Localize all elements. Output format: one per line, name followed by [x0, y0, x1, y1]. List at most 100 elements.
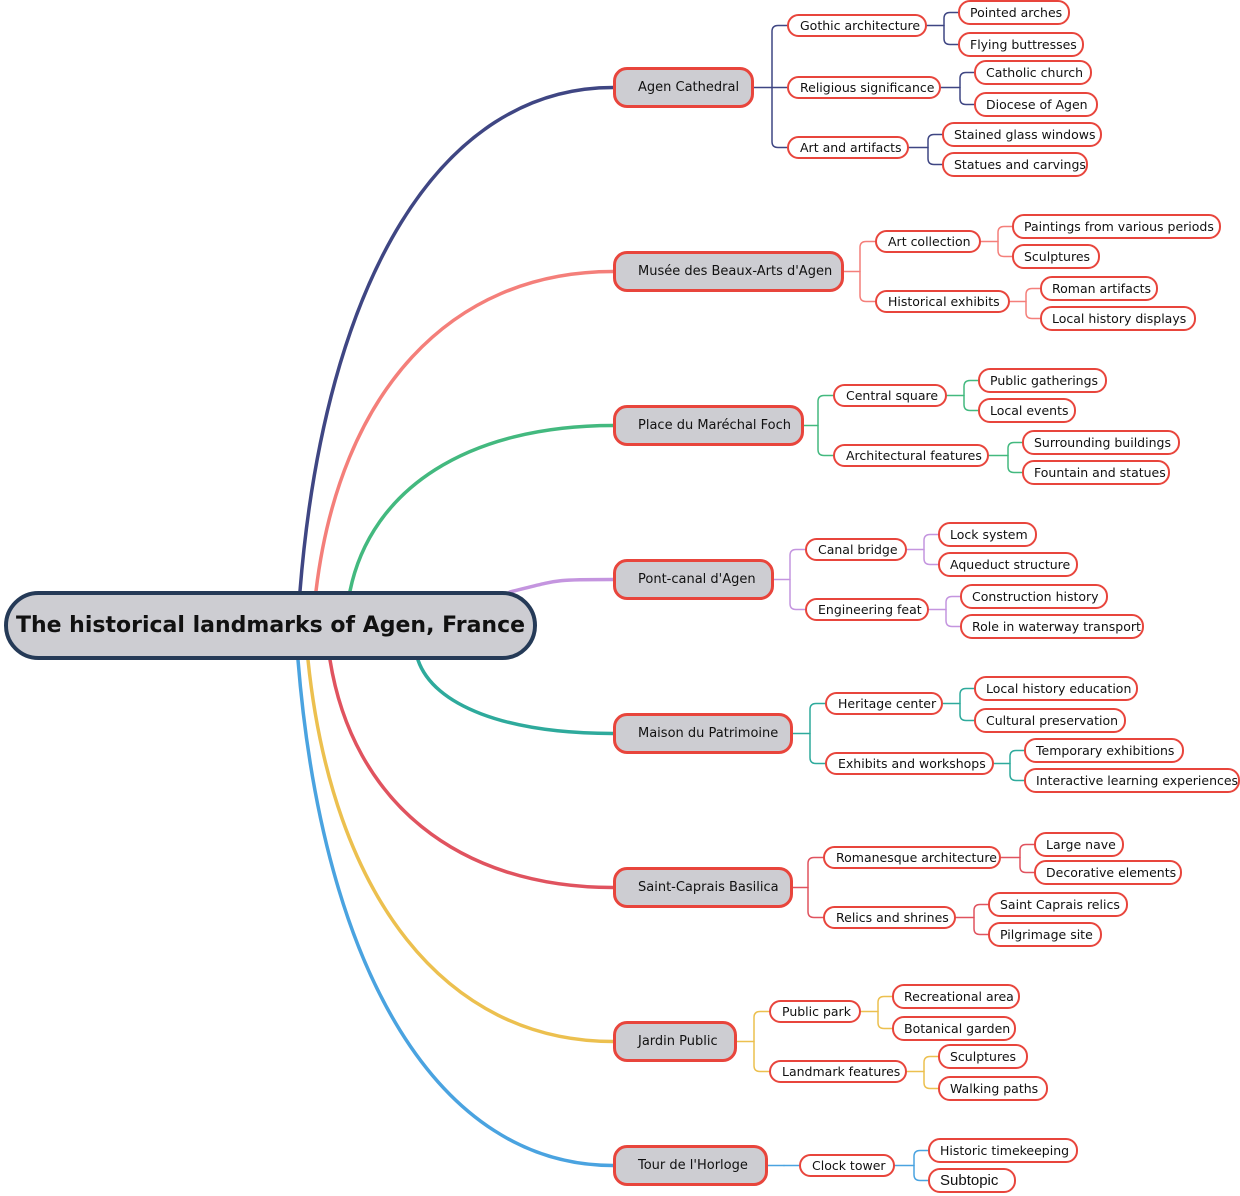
subtopic-architectural-features[interactable]: Architectural features [833, 444, 989, 467]
leaf-sculptures[interactable]: Sculptures [938, 1044, 1028, 1069]
leaf-roman-artifacts[interactable]: Roman artifacts [1040, 276, 1158, 301]
topic-musee-des-beaux-arts-d-agen[interactable]: Musée des Beaux-Arts d'Agen [613, 251, 844, 292]
leaf-surrounding-buildings-label: Surrounding buildings [1034, 435, 1171, 450]
leaf-paintings-from-various-periods[interactable]: Paintings from various periods [1012, 214, 1221, 239]
subtopic-gothic-architecture[interactable]: Gothic architecture [787, 14, 927, 37]
leaf-diocese-of-agen[interactable]: Diocese of Agen [974, 92, 1098, 117]
connector-line [959, 687, 975, 722]
leaf-local-history-education[interactable]: Local history education [974, 676, 1138, 701]
leaf-local-events[interactable]: Local events [978, 398, 1076, 423]
connector-line [771, 24, 788, 149]
subtopic-relics-and-shrines[interactable]: Relics and shrines [823, 906, 956, 929]
subtopic-heritage-center[interactable]: Heritage center [825, 692, 943, 715]
subtopic-central-square[interactable]: Central square [833, 384, 947, 407]
subtopic-exhibits-and-workshops[interactable]: Exhibits and workshops [825, 752, 994, 775]
connector-line [314, 269, 615, 593]
subtopic-gothic-architecture-label: Gothic architecture [800, 18, 921, 33]
leaf-local-events-label: Local events [990, 403, 1069, 418]
leaf-walking-paths-label: Walking paths [950, 1081, 1039, 1096]
leaf-flying-buttresses-label: Flying buttresses [970, 37, 1077, 52]
topic-agen-cathedral[interactable]: Agen Cathedral [613, 67, 754, 108]
topic-pont-canal-d-agen-label: Pont-canal d'Agen [638, 572, 756, 587]
subtopic-religious-significance-label: Religious significance [800, 80, 935, 95]
leaf-statues-and-carvings[interactable]: Statues and carvings [942, 152, 1088, 177]
leaf-statues-and-carvings-label: Statues and carvings [954, 157, 1086, 172]
subtopic-landmark-features-label: Landmark features [782, 1064, 901, 1079]
leaf-role-in-waterway-transport[interactable]: Role in waterway transport [960, 614, 1144, 639]
leaf-recreational-area[interactable]: Recreational area [892, 984, 1020, 1009]
leaf-surrounding-buildings[interactable]: Surrounding buildings [1022, 430, 1180, 455]
leaf-lock-system[interactable]: Lock system [938, 522, 1037, 547]
subtopic-architectural-features-label: Architectural features [846, 448, 982, 463]
leaf-subtopic[interactable]: Subtopic [928, 1168, 1016, 1193]
subtopic-art-collection[interactable]: Art collection [875, 230, 981, 253]
subtopic-engineering-feat[interactable]: Engineering feat [805, 598, 929, 621]
subtopic-landmark-features[interactable]: Landmark features [769, 1060, 907, 1083]
leaf-local-history-education-label: Local history education [986, 681, 1132, 696]
leaf-aqueduct-structure[interactable]: Aqueduct structure [938, 552, 1078, 577]
subtopic-clock-tower[interactable]: Clock tower [799, 1154, 895, 1177]
leaf-local-history-displays-label: Local history displays [1052, 311, 1187, 326]
connector-line [963, 379, 979, 412]
leaf-stained-glass-windows[interactable]: Stained glass windows [942, 122, 1102, 147]
leaf-pilgrimage-site[interactable]: Pilgrimage site [988, 922, 1102, 947]
connector-line [913, 1149, 929, 1182]
leaf-saint-caprais-relics-label: Saint Caprais relics [1000, 897, 1120, 912]
subtopic-relics-and-shrines-label: Relics and shrines [836, 910, 949, 925]
leaf-saint-caprais-relics[interactable]: Saint Caprais relics [988, 892, 1128, 917]
topic-place-du-marechal-foch-label: Place du Maréchal Foch [638, 418, 792, 433]
subtopic-canal-bridge[interactable]: Canal bridge [805, 538, 907, 561]
leaf-temporary-exhibitions-label: Temporary exhibitions [1036, 743, 1175, 758]
leaf-historic-timekeeping[interactable]: Historic timekeeping [928, 1138, 1078, 1163]
leaf-pointed-arches-label: Pointed arches [970, 5, 1063, 20]
connector-line [1025, 287, 1041, 320]
subtopic-religious-significance[interactable]: Religious significance [787, 76, 941, 99]
subtopic-art-and-artifacts[interactable]: Art and artifacts [787, 136, 909, 159]
leaf-botanical-garden[interactable]: Botanical garden [892, 1016, 1016, 1041]
subtopic-historical-exhibits[interactable]: Historical exhibits [875, 290, 1010, 313]
topic-tour-de-l-horloge-label: Tour de l'Horloge [638, 1158, 748, 1173]
leaf-botanical-garden-label: Botanical garden [904, 1021, 1011, 1036]
leaf-diocese-of-agen-label: Diocese of Agen [986, 97, 1088, 112]
connector-line [1019, 843, 1035, 874]
connector-line [817, 394, 834, 457]
leaf-stained-glass-windows-label: Stained glass windows [954, 127, 1096, 142]
leaf-recreational-area-label: Recreational area [904, 989, 1014, 1004]
leaf-construction-history[interactable]: Construction history [960, 584, 1108, 609]
leaf-sculptures-label: Sculptures [950, 1049, 1017, 1064]
leaf-catholic-church[interactable]: Catholic church [974, 60, 1092, 85]
topic-maison-du-patrimoine-label: Maison du Patrimoine [638, 726, 779, 741]
leaf-decorative-elements[interactable]: Decorative elements [1034, 860, 1182, 885]
leaf-subtopic-label: Subtopic [940, 1172, 999, 1189]
subtopic-public-park[interactable]: Public park [769, 1000, 861, 1023]
subtopic-romanesque-architecture[interactable]: Romanesque architecture [823, 846, 1001, 869]
topic-place-du-marechal-foch[interactable]: Place du Maréchal Foch [613, 405, 804, 446]
leaf-public-gatherings[interactable]: Public gatherings [978, 368, 1107, 393]
topic-pont-canal-d-agen[interactable]: Pont-canal d'Agen [613, 559, 774, 600]
topic-jardin-public[interactable]: Jardin Public [613, 1021, 737, 1062]
leaf-fountain-and-statues[interactable]: Fountain and statues [1022, 460, 1170, 485]
leaf-construction-history-label: Construction history [972, 589, 1099, 604]
leaf-sculptures[interactable]: Sculptures [1012, 244, 1100, 269]
leaf-large-nave[interactable]: Large nave [1034, 832, 1124, 857]
topic-saint-caprais-basilica-label: Saint-Caprais Basilica [638, 880, 779, 895]
connector-line [298, 85, 615, 593]
leaf-temporary-exhibitions[interactable]: Temporary exhibitions [1024, 738, 1184, 763]
connector-line [923, 533, 939, 566]
leaf-local-history-displays[interactable]: Local history displays [1040, 306, 1196, 331]
subtopic-public-park-label: Public park [782, 1004, 851, 1019]
subtopic-art-collection-label: Art collection [888, 234, 971, 249]
central-topic[interactable]: The historical landmarks of Agen, France [4, 591, 537, 660]
leaf-cultural-preservation[interactable]: Cultural preservation [974, 708, 1126, 733]
leaf-walking-paths[interactable]: Walking paths [938, 1076, 1048, 1101]
subtopic-central-square-label: Central square [846, 388, 939, 403]
topic-agen-cathedral-label: Agen Cathedral [638, 80, 740, 95]
topic-tour-de-l-horloge[interactable]: Tour de l'Horloge [613, 1145, 768, 1186]
leaf-interactive-learning-experiences[interactable]: Interactive learning experiences [1024, 768, 1240, 793]
topic-maison-du-patrimoine[interactable]: Maison du Patrimoine [613, 713, 793, 754]
connector-line [416, 658, 615, 736]
leaf-flying-buttresses[interactable]: Flying buttresses [958, 32, 1084, 57]
leaf-pointed-arches[interactable]: Pointed arches [958, 0, 1070, 25]
topic-saint-caprais-basilica[interactable]: Saint-Caprais Basilica [613, 867, 793, 908]
subtopic-romanesque-architecture-label: Romanesque architecture [836, 850, 997, 865]
